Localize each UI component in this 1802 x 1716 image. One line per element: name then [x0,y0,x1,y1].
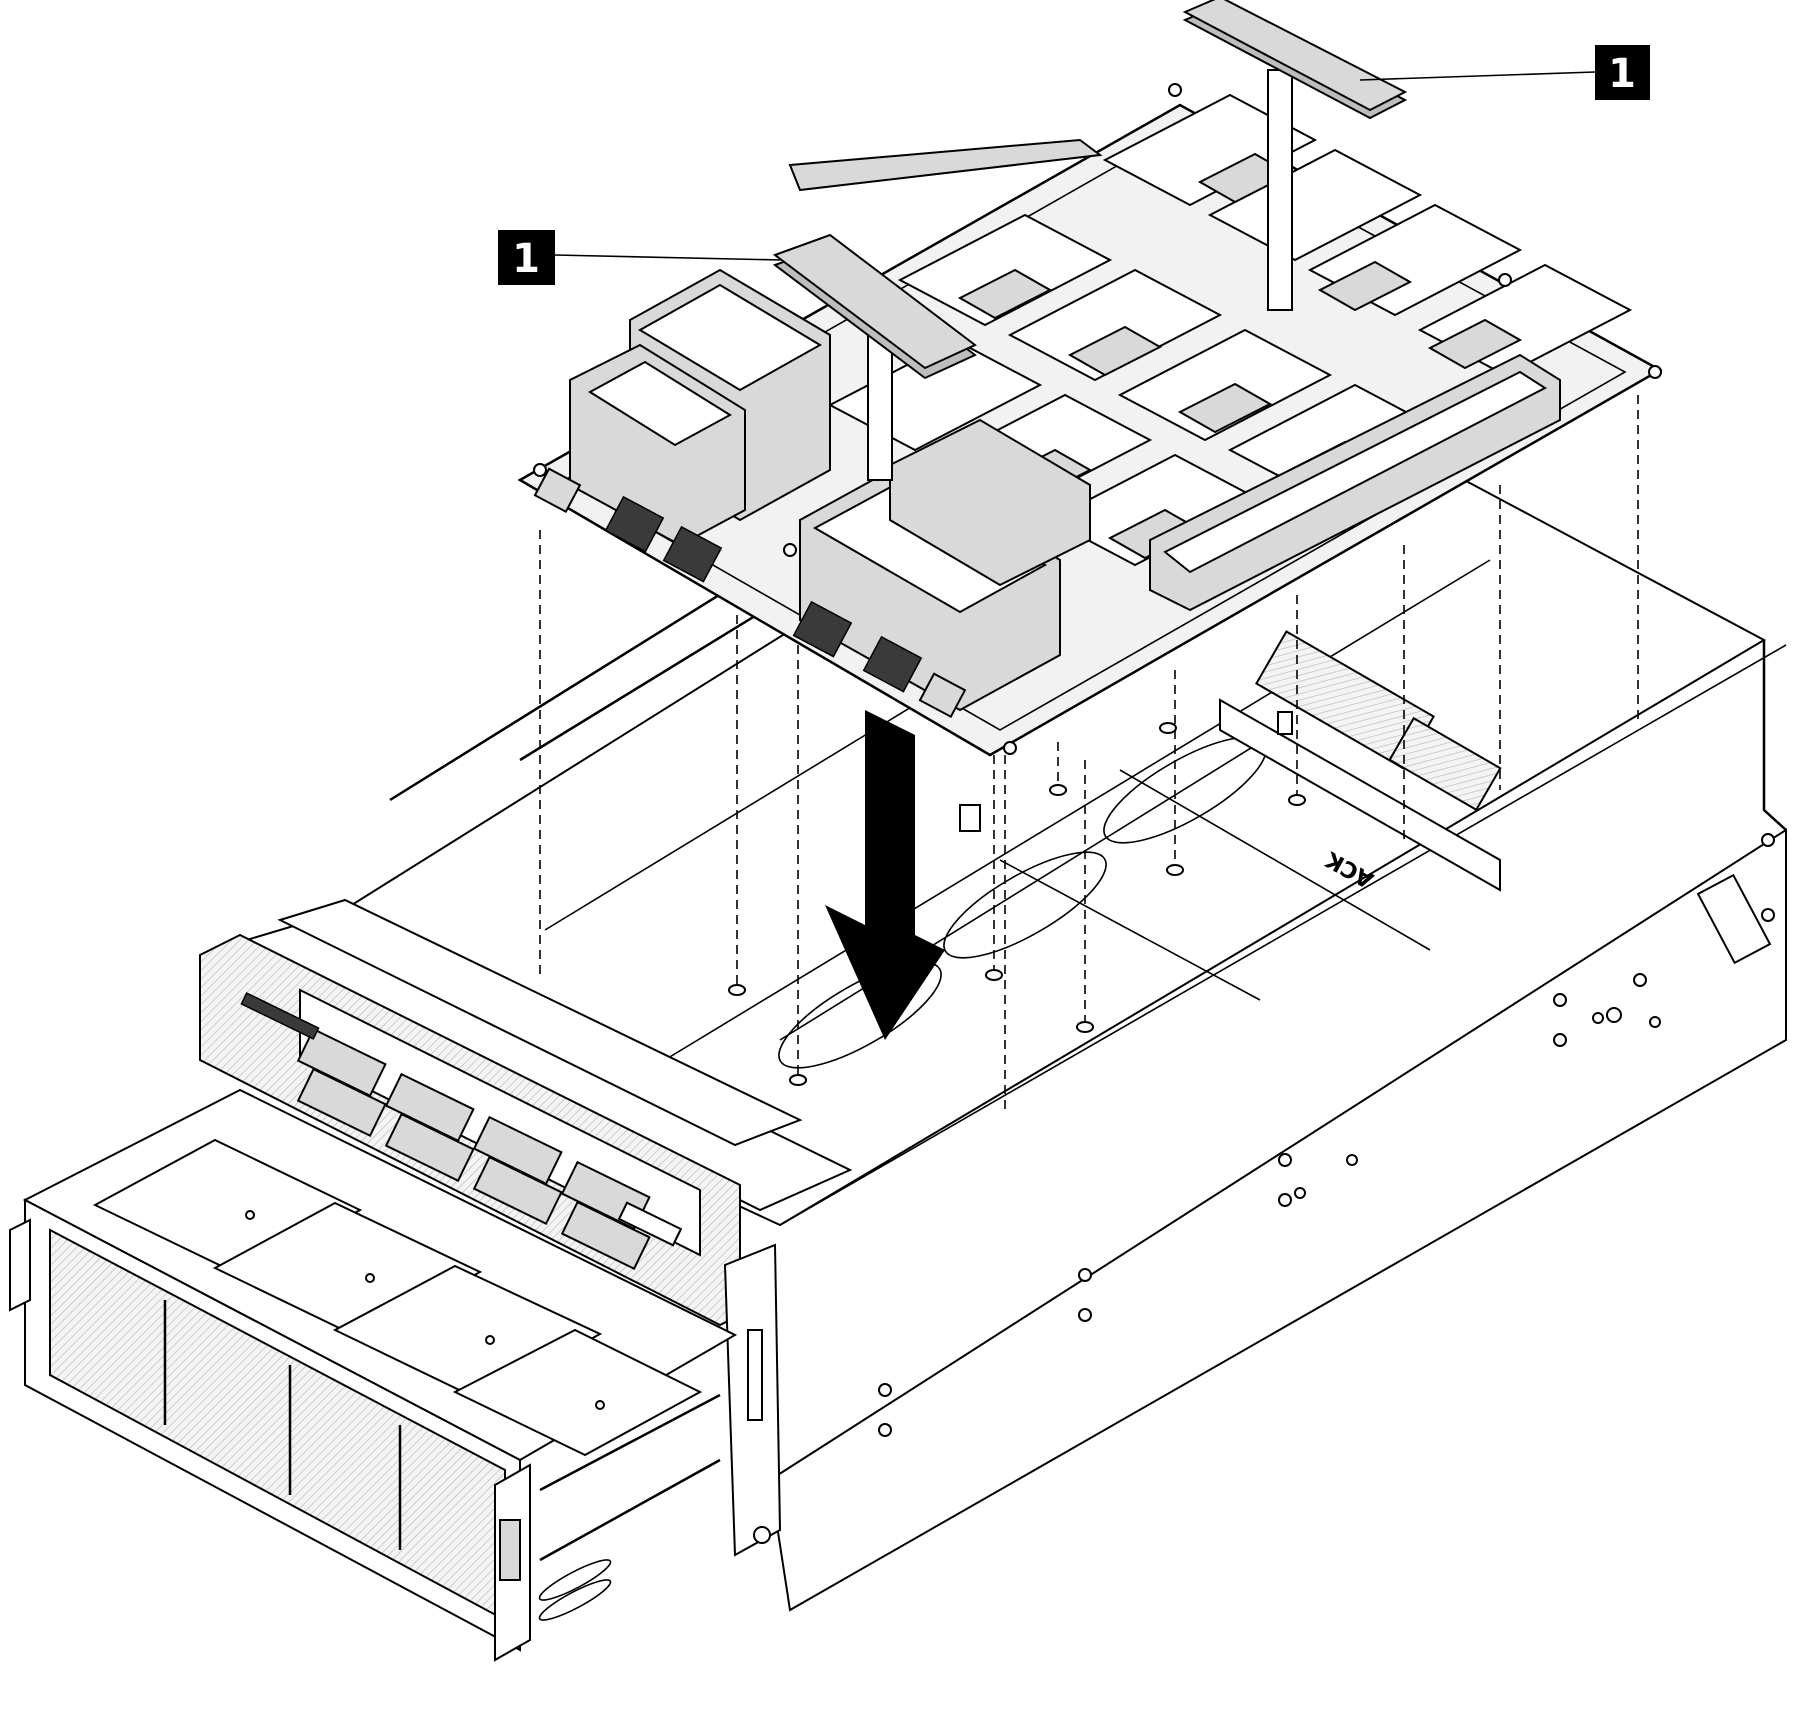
board-screws [533,83,1662,755]
power-modules [569,138,1561,712]
front-bezel [199,933,782,1557]
board-standoffs [728,722,1306,1086]
down-arrow-icon [825,710,945,1040]
lifting-handle-rear[interactable] [1182,0,1408,311]
callout-number: 1 [1608,51,1636,97]
lifting-handle-front[interactable] [772,233,977,481]
callout-1-right: 1 [1359,45,1650,100]
server-chassis: ACK [9,353,1787,1662]
gpu-sockets [827,93,1633,567]
chassis-side-wall [768,828,1787,1612]
callout-number: 1 [512,236,540,282]
callout-1-left: 1 [498,230,781,285]
rear-connectors [533,467,967,719]
side-wall-holes [878,833,1775,1437]
fan-cage [9,1088,738,1662]
alignment-guides [539,395,1639,1115]
drive-bays [296,1027,651,1271]
gpu-baseboard [517,83,1663,757]
